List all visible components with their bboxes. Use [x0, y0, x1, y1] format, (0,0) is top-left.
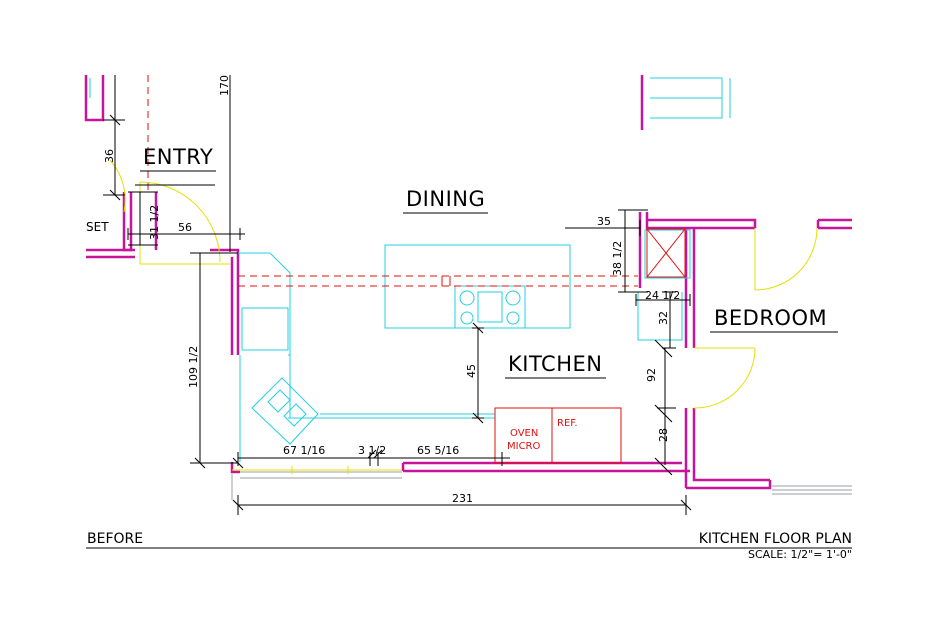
dim-231: 231: [452, 492, 473, 505]
fixtures: [238, 229, 691, 462]
drawing-caption-before: BEFORE: [87, 531, 143, 547]
label-oven: OVEN: [510, 428, 538, 439]
room-label-entry: ENTRY: [143, 145, 213, 169]
dimension-lines: [86, 75, 852, 549]
dim-36: 36: [103, 149, 116, 163]
dim-24-half: 24 1/2: [645, 289, 680, 302]
dim-38-half: 38 1/2: [611, 241, 624, 276]
dim-65-5-16: 65 5/16: [417, 444, 459, 457]
dim-35: 35: [597, 215, 611, 228]
dim-28: 28: [657, 428, 670, 442]
room-label-dining: DINING: [406, 187, 485, 211]
drawing-title: KITCHEN FLOOR PLAN: [699, 531, 852, 547]
dim-92: 92: [645, 368, 658, 382]
dim-32: 32: [657, 311, 670, 325]
oven-refrigerator-cabinets: [494, 407, 622, 464]
dim-170: 170: [218, 75, 231, 96]
dim-56: 56: [178, 221, 192, 234]
label-micro: MICRO: [507, 441, 541, 452]
dim-3-half: 3 1/2: [358, 444, 386, 457]
dim-45: 45: [465, 364, 478, 378]
dim-109-half: 109 1/2: [187, 346, 200, 388]
label-refrigerator: REF.: [557, 418, 578, 429]
drawing-scale: SCALE: 1/2"= 1'-0": [748, 548, 852, 561]
ceiling-beam: [147, 75, 638, 287]
room-label-closet: SET: [86, 220, 109, 234]
room-label-kitchen: KITCHEN: [508, 352, 603, 376]
room-label-bedroom: BEDROOM: [714, 306, 827, 330]
dim-67-1-16: 67 1/16: [283, 444, 325, 457]
pantry-cabinet: [646, 228, 686, 278]
walls: [84, 75, 852, 490]
dim-31-half: 31 1/2: [148, 205, 161, 240]
windows: [89, 77, 852, 500]
